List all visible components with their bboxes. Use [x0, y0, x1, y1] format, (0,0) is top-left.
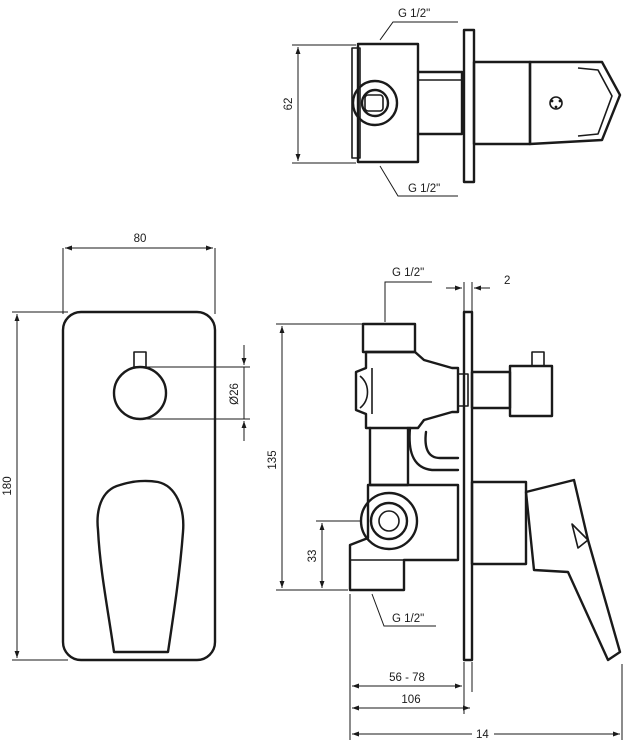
front-lever-handle	[96, 479, 185, 654]
top-sleeve	[472, 60, 532, 146]
side-lower-housing	[348, 483, 460, 592]
front-diverter-knob	[112, 365, 168, 421]
side-thread-bottom-label: G 1/2"	[392, 613, 424, 625]
front-knob-diameter: Ø26	[229, 383, 241, 405]
top-inlet-nut	[364, 94, 384, 112]
side-lower-spindle	[470, 480, 528, 566]
side-upper-housing	[354, 350, 460, 430]
side-channel	[408, 426, 460, 472]
top-inlet-inner	[360, 88, 390, 118]
front-height-dimension: 180	[2, 476, 14, 495]
front-view: 80 180 Ø26	[2, 233, 250, 662]
top-neck	[416, 70, 464, 136]
side-depth-range: 56 - 78	[389, 672, 425, 684]
side-thread-top-label: G 1/2"	[392, 267, 424, 279]
side-top-port	[361, 322, 417, 354]
side-view: G 1/2" 2 135 33 G 1/2" 56 - 78 106 14	[267, 267, 623, 744]
front-knob-pin	[133, 351, 147, 368]
top-inlet-ring	[351, 79, 399, 127]
side-upper-spindle	[470, 370, 512, 410]
top-height-dimension: 62	[283, 98, 295, 111]
side-knob	[508, 364, 554, 418]
front-width-dimension: 80	[134, 233, 147, 245]
top-thread-top-label: G 1/2"	[398, 8, 430, 20]
side-lever	[524, 478, 622, 662]
top-cover-plate	[462, 28, 476, 184]
side-depth-total: 14	[476, 729, 489, 741]
side-outlet-ring	[359, 491, 419, 551]
top-body	[356, 42, 420, 164]
top-thread-bottom-label: G 1/2"	[408, 183, 440, 195]
side-knob-pin	[531, 351, 545, 367]
side-column	[368, 426, 410, 487]
top-handle-screw	[549, 96, 563, 110]
top-view: 62 G 1/2" G 1/2"	[283, 8, 622, 197]
top-handle	[528, 60, 622, 146]
side-height-dimension: 135	[267, 450, 279, 469]
side-outlet-offset: 33	[307, 550, 319, 563]
front-cover-plate	[61, 310, 217, 662]
side-depth-body: 106	[401, 694, 420, 706]
side-plate-thickness: 2	[504, 275, 510, 287]
side-outlet-inner	[369, 501, 409, 541]
